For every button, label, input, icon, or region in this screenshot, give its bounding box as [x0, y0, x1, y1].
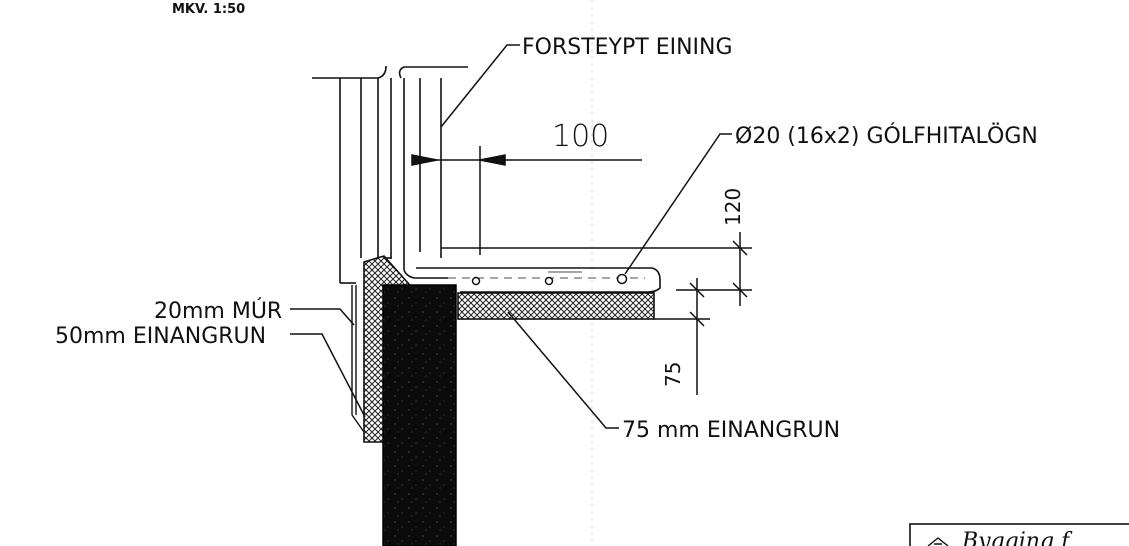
floor-slab	[416, 267, 661, 293]
dim-100-value: 100	[552, 119, 609, 154]
dim-120	[676, 232, 752, 306]
dim-75	[654, 278, 710, 395]
wall-insulation-label: 50mm EINANGRUN	[55, 324, 266, 349]
floor-heating-pipes	[471, 273, 628, 286]
logo-icon	[927, 537, 949, 546]
floor-insulation-label: 75 mm EINANGRUN	[622, 418, 840, 443]
pipe-circle	[616, 273, 628, 285]
pipe-circle	[471, 276, 481, 286]
plaster-layer	[351, 285, 365, 433]
precast-unit-label: FORSTEYPT EINING	[522, 35, 733, 60]
concrete-foundation	[382, 284, 457, 546]
scale-label: MKV. 1:50	[172, 2, 245, 17]
floor-insulation	[457, 292, 655, 320]
dim-75-value: 75	[661, 362, 685, 387]
title-stamp: Bygging f	[909, 523, 1129, 546]
leader-lines	[290, 44, 732, 429]
dim-120-value: 120	[721, 188, 745, 226]
precast-wall-unit	[312, 65, 752, 284]
plaster-label: 20mm MÚR	[154, 298, 282, 324]
dim-100	[411, 146, 642, 255]
floor-heating-pipe-label: Ø20 (16x2) GÓLFHITALÖGN	[735, 123, 1038, 149]
stamp-text: Bygging f	[961, 529, 1073, 546]
pipe-circle	[544, 276, 554, 286]
